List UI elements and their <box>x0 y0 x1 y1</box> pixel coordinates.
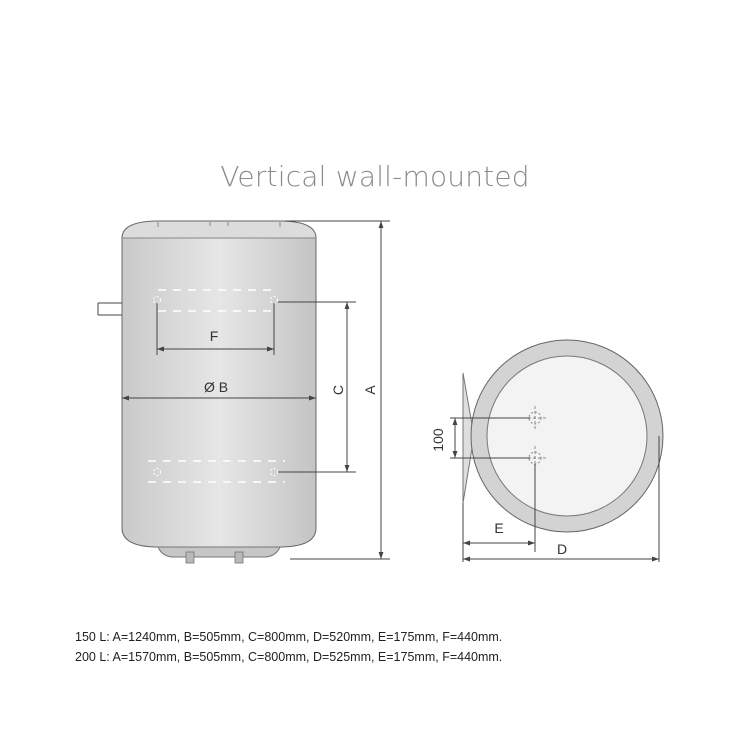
dimension-e <box>462 464 536 562</box>
side-bracket-stub <box>97 302 122 316</box>
top-view: 100 E D <box>430 339 664 562</box>
dimension-e-label: E <box>494 520 503 536</box>
dimension-spacing <box>450 417 530 459</box>
pipe-connection-upper <box>523 406 547 430</box>
lower-mount-hole-right <box>270 468 278 476</box>
tank-top-cap <box>121 220 317 239</box>
upper-bracket <box>158 289 278 312</box>
dimension-a <box>285 220 390 560</box>
bottom-pipe-left <box>185 551 195 564</box>
dimension-d-label: D <box>557 541 567 557</box>
tank-inner-face <box>486 355 648 517</box>
diagram-title: Vertical wall-mounted <box>220 160 530 193</box>
dimension-f <box>156 303 275 355</box>
front-view: F Ø B C A <box>97 220 390 564</box>
tank-bottom-cap <box>157 546 281 558</box>
dimension-f-label: F <box>210 328 219 344</box>
dimension-b-label: Ø B <box>204 379 228 395</box>
dimension-c <box>278 301 356 473</box>
spec-line-200l: 200 L: A=1570mm, B=505mm, C=800mm, D=525… <box>75 650 503 664</box>
dimension-a-label: A <box>362 385 378 395</box>
lower-bracket <box>148 460 285 483</box>
spec-line-150l: 150 L: A=1240mm, B=505mm, C=800mm, D=520… <box>75 630 503 644</box>
dimension-d <box>463 436 660 562</box>
dimension-c-label: C <box>330 385 346 395</box>
lower-mount-hole-left <box>153 468 161 476</box>
tank-body <box>121 237 317 548</box>
dimension-spacing-label: 100 <box>430 428 446 452</box>
wall-bracket <box>462 372 475 504</box>
bottom-pipe-right <box>234 551 244 564</box>
specifications: 150 L: A=1240mm, B=505mm, C=800mm, D=520… <box>75 627 502 667</box>
